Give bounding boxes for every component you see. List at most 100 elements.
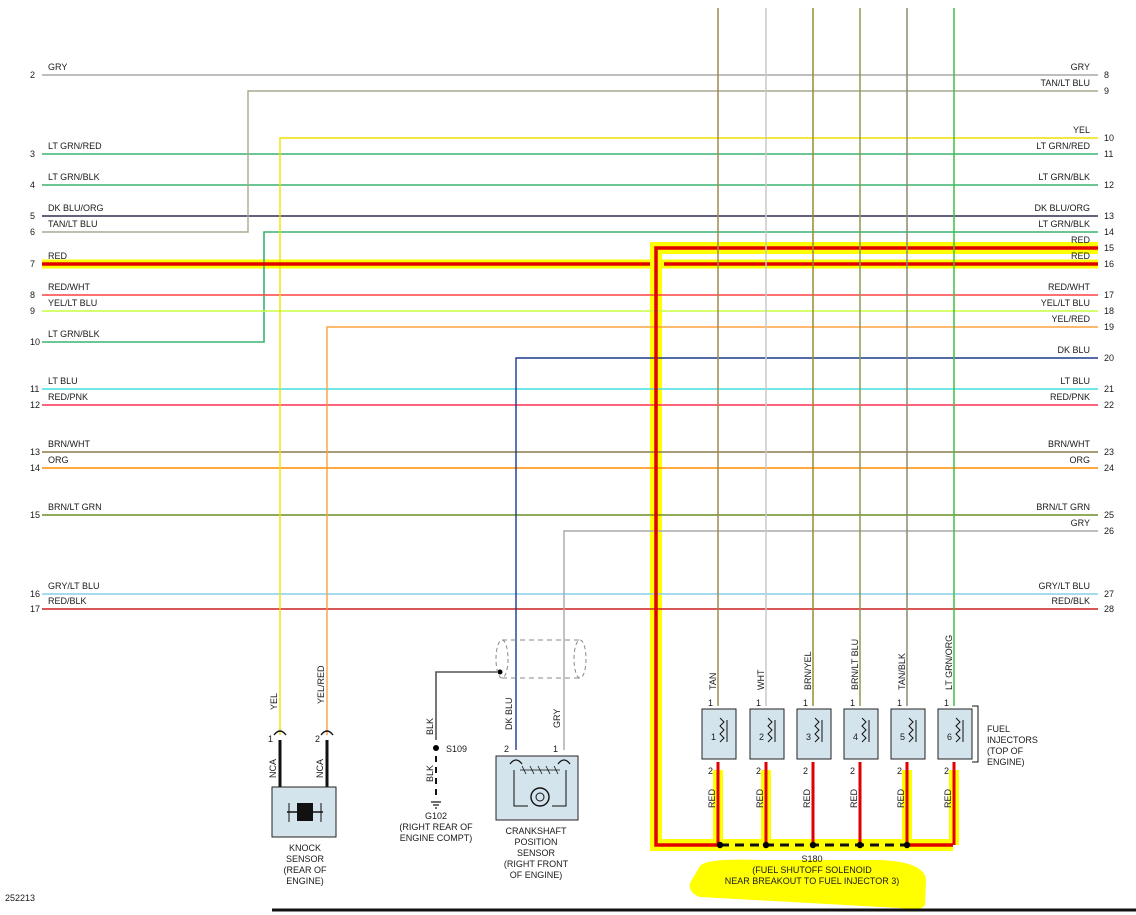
shield-outline xyxy=(502,639,580,679)
right-pin-number: 18 xyxy=(1104,306,1114,316)
injector-bracket xyxy=(972,705,979,763)
left-wire-label: RED/BLK xyxy=(48,596,87,606)
splice-dot xyxy=(716,841,724,849)
injector-out-label: RED xyxy=(896,788,906,808)
wire-dk-blu-crank xyxy=(515,357,1098,750)
injector-number: 5 xyxy=(900,732,905,742)
injector-pin-bottom: 2 xyxy=(803,766,808,776)
fuel-injector: 212 xyxy=(749,698,785,776)
crank-wire-1-label: DK BLU xyxy=(504,697,514,730)
right-pin-number: 9 xyxy=(1104,86,1109,96)
shield-end-1 xyxy=(495,639,509,679)
left-wire-label: TAN/LT BLU xyxy=(48,219,98,229)
injector-coil xyxy=(908,717,914,743)
s109-dot xyxy=(433,745,439,751)
right-wire-label: GRY xyxy=(1071,518,1090,528)
right-wire-label: ORG xyxy=(1069,455,1090,465)
s180-note-1: (FUEL SHUTOFF SOLENOID xyxy=(752,865,872,875)
ground-wire-top-label: BLK xyxy=(425,718,435,735)
right-pin-number: 27 xyxy=(1104,589,1114,599)
right-pin-number: 24 xyxy=(1104,463,1114,473)
left-pin-number: 9 xyxy=(30,306,35,316)
wire-lt-grn-blk-2 xyxy=(42,231,1098,343)
left-wire-label: ORG xyxy=(48,455,69,465)
right-wire-label: YEL/LT BLU xyxy=(1041,298,1090,308)
injector-pin-top: 1 xyxy=(708,698,713,708)
left-wire-label: LT GRN/RED xyxy=(48,141,102,151)
ground-caption-2: (RIGHT REAR OF xyxy=(399,822,473,832)
fuel-injector: 412 xyxy=(843,698,879,776)
right-pin-number: 12 xyxy=(1104,180,1114,190)
injector-wire-label: TAN xyxy=(708,673,718,690)
injector-coil xyxy=(767,717,773,743)
left-wire-label: DK BLU/ORG xyxy=(48,203,104,213)
right-pin-number: 28 xyxy=(1104,604,1114,614)
injector-coil xyxy=(719,717,725,743)
injector-number: 2 xyxy=(759,732,764,742)
left-pin-number: 4 xyxy=(30,180,35,190)
right-pin-number: 17 xyxy=(1104,290,1114,300)
crank-reluctor xyxy=(530,787,550,807)
crankshaft-sensor xyxy=(495,755,579,821)
left-pin-number: 12 xyxy=(30,400,40,410)
left-wire-label: LT BLU xyxy=(48,376,78,386)
injector-pin-bottom: 2 xyxy=(944,766,949,776)
crank-caption-1: CRANKSHAFT xyxy=(505,826,567,836)
injector-caption-4: ENGINE) xyxy=(987,757,1025,767)
left-pin-number: 13 xyxy=(30,447,40,457)
right-wire-label: YEL/RED xyxy=(1051,314,1090,324)
injector-body xyxy=(890,708,926,760)
right-wire-label: DK BLU/ORG xyxy=(1034,203,1090,213)
right-wire-label: RED xyxy=(1071,251,1091,261)
splice-dot xyxy=(903,841,911,849)
injector-number: 3 xyxy=(806,732,811,742)
right-pin-number: 13 xyxy=(1104,211,1114,221)
injector-body xyxy=(796,708,832,760)
ground-shield-wire xyxy=(435,671,500,740)
right-wire-label: RED/WHT xyxy=(1048,282,1090,292)
right-pin-number: 10 xyxy=(1104,133,1114,143)
injector-body xyxy=(701,708,737,760)
shield-dot xyxy=(497,669,503,675)
crank-caption-3: SENSOR xyxy=(517,848,556,858)
ground-caption-3: ENGINE COMPT) xyxy=(400,833,473,843)
left-wire-label: YEL/LT BLU xyxy=(48,298,97,308)
knock-wire-1-label: YEL xyxy=(269,693,279,710)
s180-note-2: NEAR BREAKOUT TO FUEL INJECTOR 3) xyxy=(725,876,900,886)
injector-pin-top: 1 xyxy=(756,698,761,708)
injector-pin-bottom: 2 xyxy=(708,766,713,776)
left-pin-number: 6 xyxy=(30,227,35,237)
right-wire-label: GRY/LT BLU xyxy=(1038,581,1090,591)
injector-body xyxy=(749,708,785,760)
ground-wire-bottom-label: BLK xyxy=(425,765,435,782)
injector-pin-top: 1 xyxy=(897,698,902,708)
crank-coil xyxy=(520,765,560,775)
injector-out-label: RED xyxy=(802,788,812,808)
left-pin-number: 10 xyxy=(30,337,40,347)
injector-wire-label: BRN/YEL xyxy=(803,651,813,690)
left-wire-label: RED/WHT xyxy=(48,282,90,292)
knock-terminal-1 xyxy=(273,730,287,736)
injector-pin-top: 1 xyxy=(944,698,949,708)
crank-reluctor-hub xyxy=(535,792,545,802)
injector-caption-1: FUEL xyxy=(987,724,1010,734)
fuel-injector: 512 xyxy=(890,698,926,776)
injector-wire-label: BRN/LT BLU xyxy=(850,639,860,690)
left-wire-label: GRY/LT BLU xyxy=(48,581,100,591)
injector-number: 6 xyxy=(947,732,952,742)
wire-yel-knock xyxy=(279,137,1098,735)
shield-end-2 xyxy=(573,639,587,679)
knock-crystal xyxy=(297,803,313,821)
left-pin-number: 5 xyxy=(30,211,35,221)
fuel-injector: 6 1 2 xyxy=(937,698,973,776)
wires-layer xyxy=(42,8,1098,847)
left-pin-number: 16 xyxy=(30,589,40,599)
splice-dot xyxy=(762,841,770,849)
injector-coil xyxy=(955,717,961,743)
crank-caption-5: OF ENGINE) xyxy=(510,870,563,880)
right-pin-number: 25 xyxy=(1104,510,1114,520)
right-wire-label: RED/BLK xyxy=(1051,596,1090,606)
crank-inner-right xyxy=(552,770,567,807)
